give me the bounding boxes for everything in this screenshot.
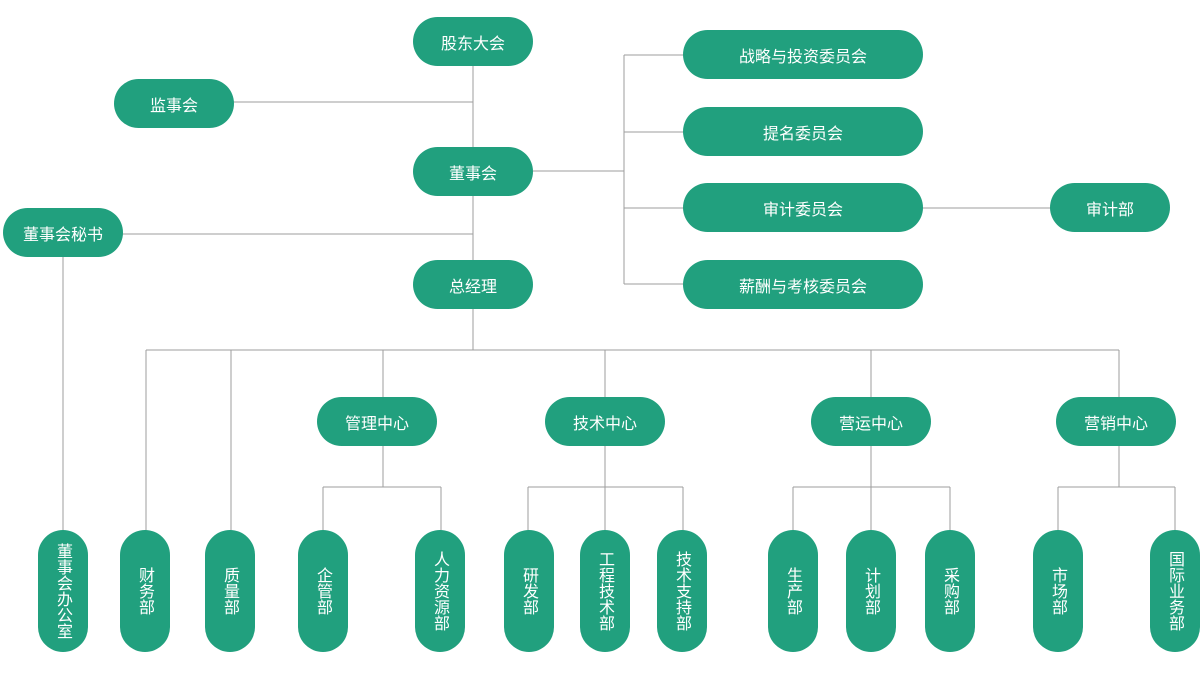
node-compensation-committee: 薪酬与考核委员会	[683, 260, 923, 309]
node-marketing-center: 营销中心	[1056, 397, 1176, 446]
node-engineering-technology-department: 工程技术部	[580, 530, 630, 652]
node-rd-department: 研发部	[504, 530, 554, 652]
node-technology-center: 技术中心	[545, 397, 665, 446]
node-operations-center: 营运中心	[811, 397, 931, 446]
node-management-center: 管理中心	[317, 397, 437, 446]
node-finance-department: 财务部	[120, 530, 170, 652]
node-international-business-department: 国际业务部	[1150, 530, 1200, 652]
node-quality-department: 质量部	[205, 530, 255, 652]
node-general-manager: 总经理	[413, 260, 533, 309]
node-planning-department: 计划部	[846, 530, 896, 652]
node-technical-support-department: 技术支持部	[657, 530, 707, 652]
node-board-of-directors: 董事会	[413, 147, 533, 196]
node-enterprise-management-department: 企管部	[298, 530, 348, 652]
node-market-department: 市场部	[1033, 530, 1083, 652]
node-board-office: 董事会办公室	[38, 530, 88, 652]
node-purchasing-department: 采购部	[925, 530, 975, 652]
node-strategy-investment-committee: 战略与投资委员会	[683, 30, 923, 79]
node-production-department: 生产部	[768, 530, 818, 652]
node-human-resources-department: 人力资源部	[415, 530, 465, 652]
node-nomination-committee: 提名委员会	[683, 107, 923, 156]
node-audit-committee: 审计委员会	[683, 183, 923, 232]
node-audit-department: 审计部	[1050, 183, 1170, 232]
node-board-of-supervisors: 监事会	[114, 79, 234, 128]
node-shareholders-meeting: 股东大会	[413, 17, 533, 66]
node-board-secretary: 董事会秘书	[3, 208, 123, 257]
